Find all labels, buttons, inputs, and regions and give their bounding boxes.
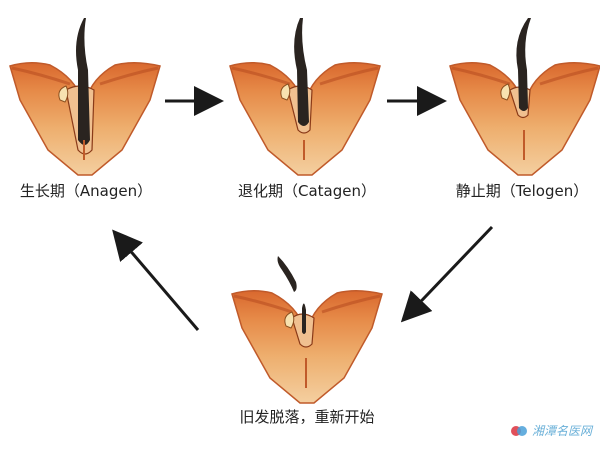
watermark: 湘潭名医网 (510, 422, 592, 439)
stage-label-telogen: 静止期（Telogen） (455, 182, 589, 200)
stage-label-shedding: 旧发脱落，重新开始 (239, 408, 375, 426)
shedding-illustration (231, 290, 383, 404)
arrow-telogen-to-shedding (400, 225, 494, 323)
telogen-illustration (449, 18, 600, 176)
catagen-illustration (229, 18, 381, 176)
arrow-shedding-to-anagen (112, 229, 200, 331)
anagen-illustration (9, 18, 161, 176)
watermark-text: 湘潭名医网 (531, 424, 592, 438)
stage-label-catagen: 退化期（Catagen） (238, 182, 376, 200)
watermark-logo-icon (510, 425, 527, 436)
stage-label-anagen: 生长期（Anagen） (19, 182, 153, 200)
shed-hair (277, 256, 297, 292)
